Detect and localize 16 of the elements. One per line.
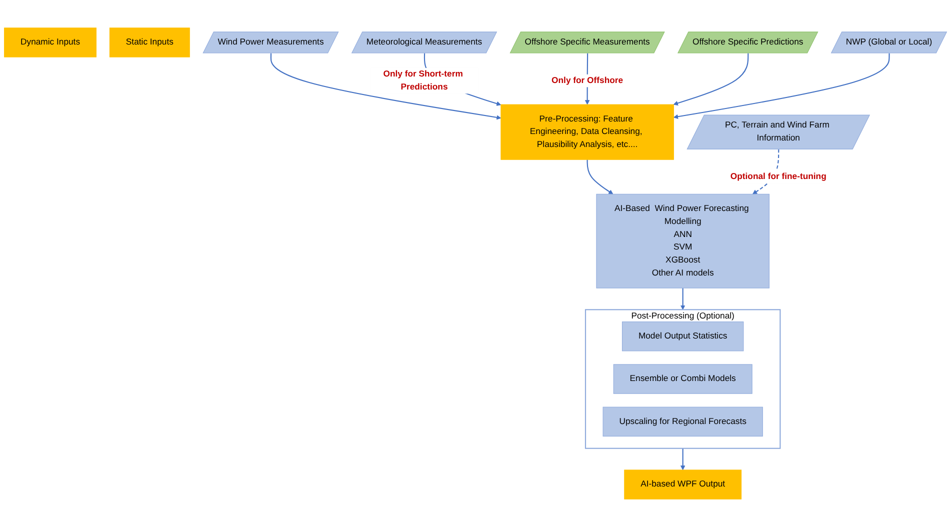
node-box: AI-based WPF Output (624, 470, 742, 500)
node-box: Pre-Processing: Feature Engineering, Data Cleansing, Plausibility Analysis, etc.... (500, 104, 674, 160)
node-box: Upscaling for Regional Forecasts (602, 406, 763, 436)
node-box: Static Inputs (109, 28, 190, 58)
arrow (673, 53, 749, 106)
edge-label: Only for Offshore (552, 76, 624, 86)
node-box: Model Output Statistics (622, 322, 744, 352)
node-box: Dynamic Inputs (4, 28, 96, 58)
edge-label: Optional for fine-tuning (730, 172, 826, 182)
arrow (680, 288, 686, 310)
arrow (673, 53, 890, 119)
node-box: Ensemble or Combi Models (613, 364, 752, 394)
arrow (586, 160, 614, 194)
edge-label: Only for Short-term Predictions (383, 69, 463, 92)
node-box: AI-Based Wind Power Forecasting Modelling ANN SVM XGBoost Other AI models (596, 194, 770, 288)
arrow (680, 448, 686, 470)
